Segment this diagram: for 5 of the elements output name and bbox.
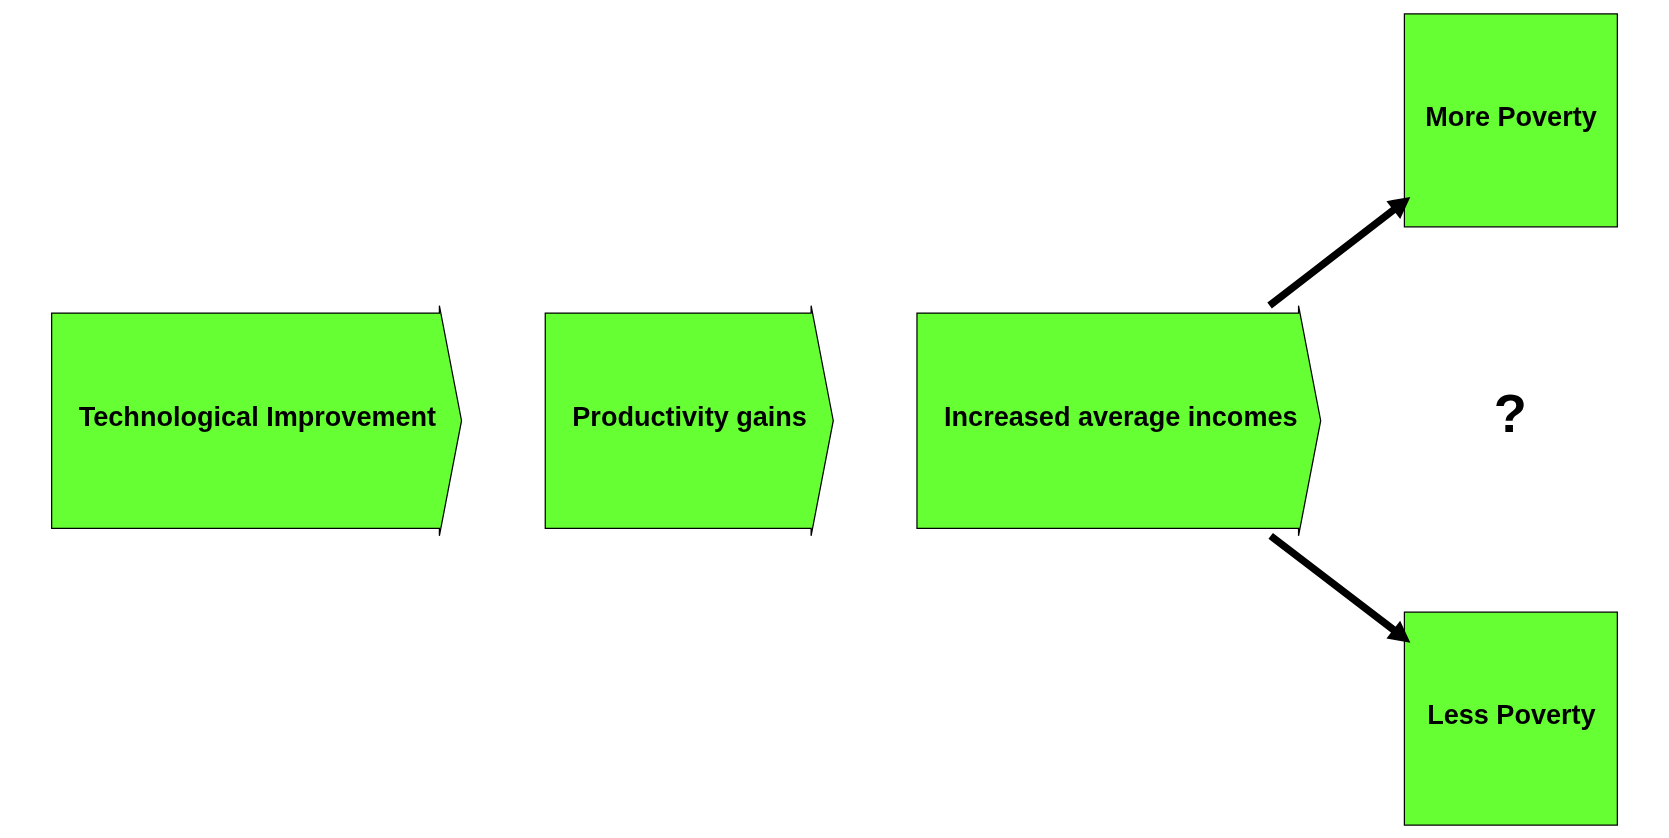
label: ?: [1493, 382, 1527, 443]
node-box: More Poverty: [1403, 12, 1618, 227]
node-box: Less Poverty: [1403, 611, 1618, 826]
arrow: [1267, 196, 1411, 308]
arrow: [1268, 532, 1411, 643]
